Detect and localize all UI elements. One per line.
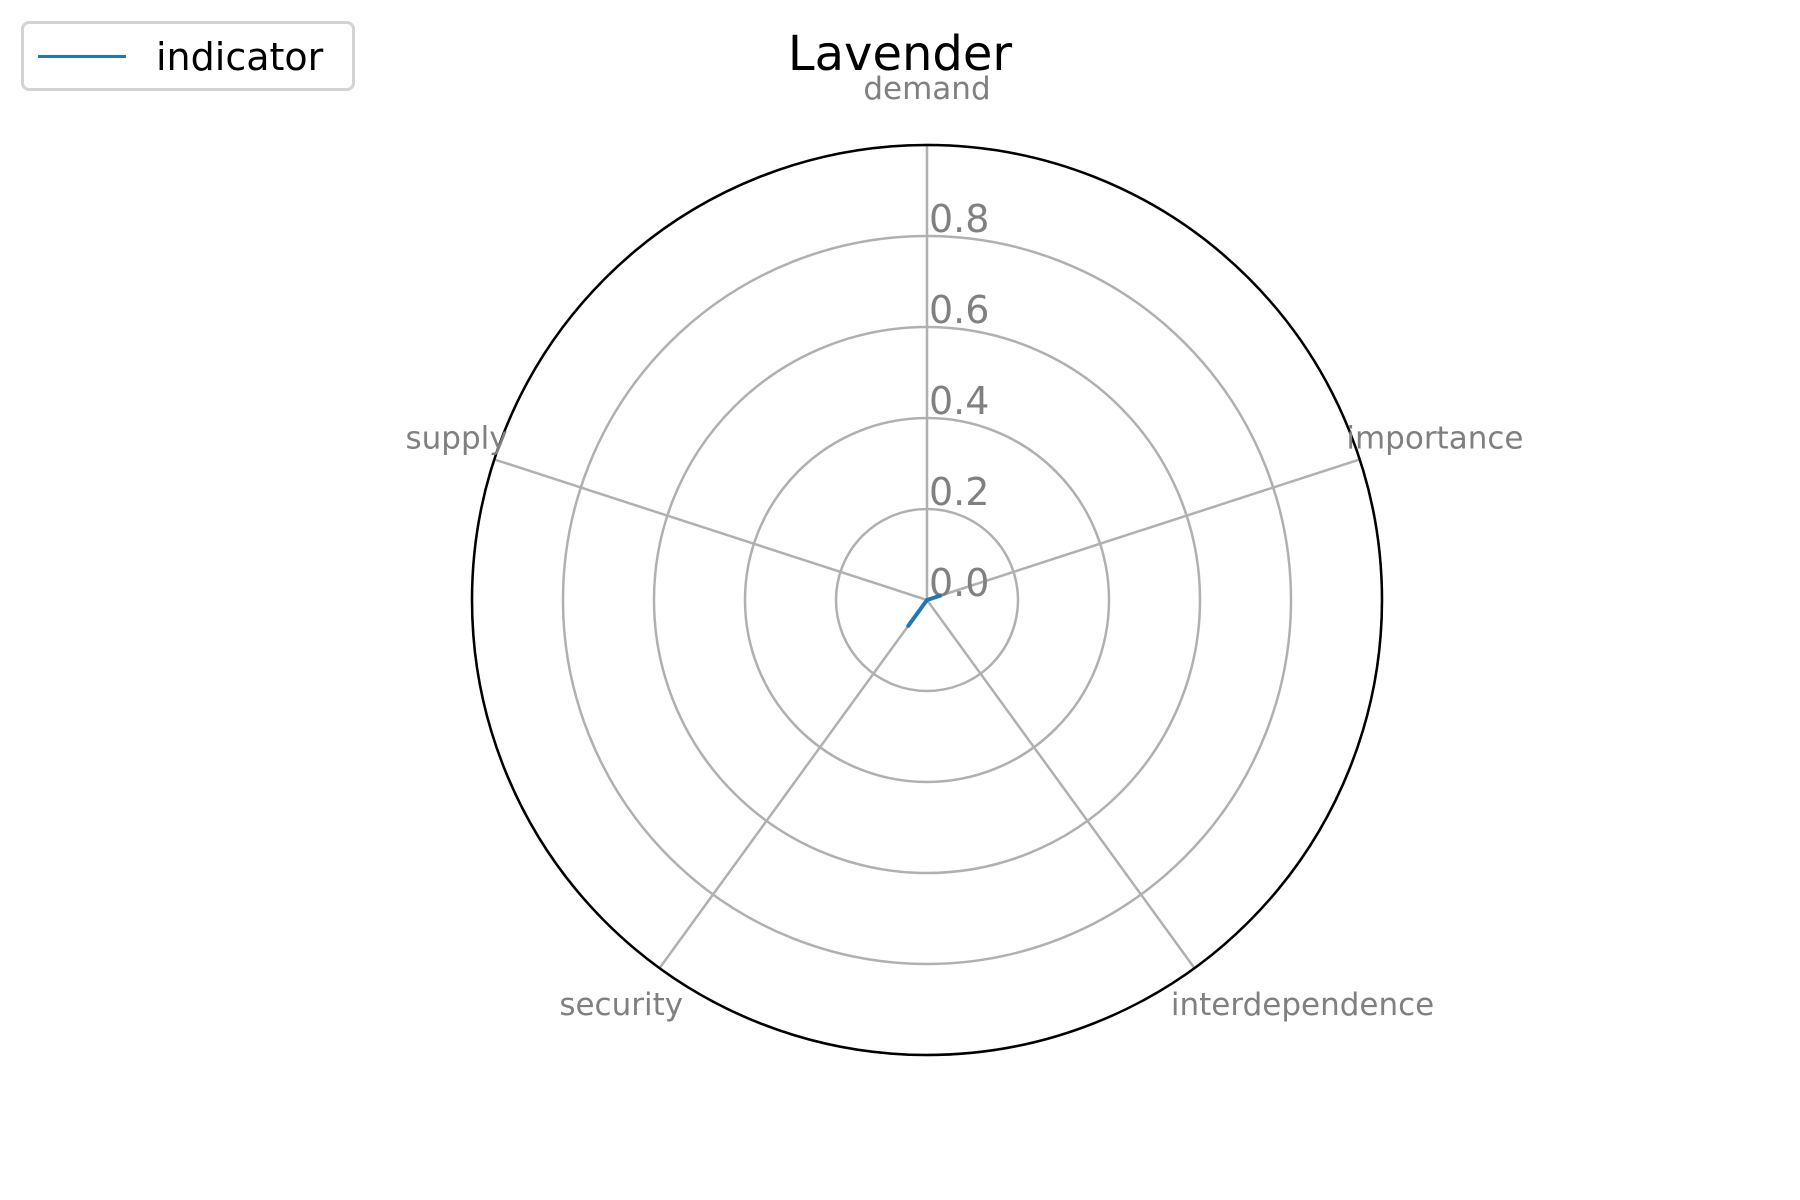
- radial-tick-label-3: 0.6: [929, 288, 989, 332]
- legend-label-indicator: indicator: [156, 35, 324, 79]
- spoke-security: [658, 599, 929, 969]
- spoke-interdependence: [925, 599, 1196, 969]
- data-point-indicator-supply: [925, 598, 929, 602]
- data-point-indicator-importance: [938, 594, 942, 598]
- radar-frame: [470, 143, 1384, 1057]
- series-layer: [906, 593, 942, 628]
- legend: indicator: [21, 21, 355, 91]
- category-label-interdependence: interdependence: [1171, 987, 1434, 1023]
- category-label-supply: supply: [406, 421, 508, 457]
- radial-tick-labels: 0.00.20.40.60.8: [929, 197, 989, 605]
- category-label-importance: importance: [1346, 421, 1523, 457]
- data-point-indicator-security: [906, 624, 910, 628]
- chart-title: Lavender: [787, 26, 1013, 82]
- category-label-demand: demand: [863, 71, 990, 107]
- axis-layer: [493, 145, 1361, 969]
- radial-tick-label-2: 0.4: [929, 379, 989, 423]
- legend-swatch-indicator: [38, 55, 126, 58]
- spoke-supply: [493, 458, 928, 602]
- spoke-importance: [926, 458, 1361, 602]
- category-label-security: security: [559, 987, 683, 1023]
- category-labels: demand importance interdependence security s…: [406, 71, 1524, 1023]
- radial-tick-label-1: 0.2: [929, 470, 989, 514]
- radial-tick-label-4: 0.8: [929, 197, 989, 241]
